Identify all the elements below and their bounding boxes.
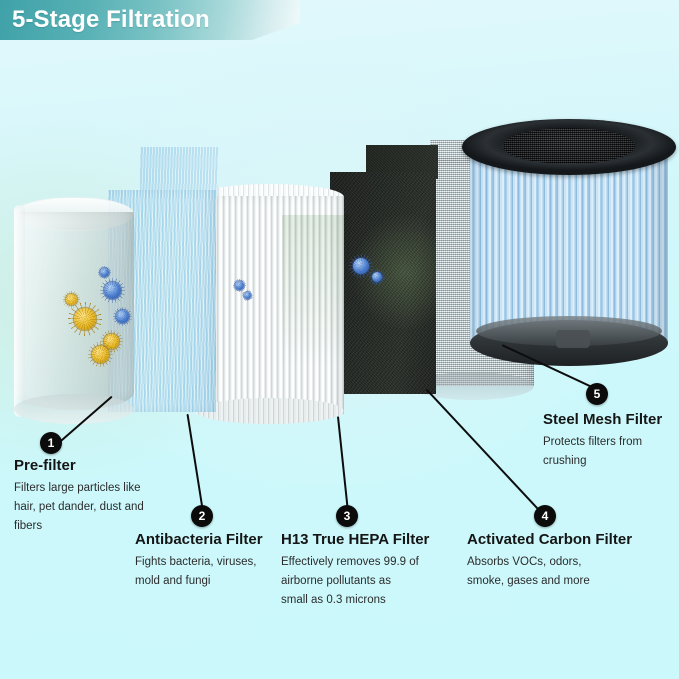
page-title: 5-Stage Filtration [12, 6, 210, 33]
virus-particle [242, 290, 253, 301]
pollen-particle [87, 341, 114, 368]
stage-badge-3[interactable]: 3 [336, 505, 358, 527]
stage-title-2: Antibacteria Filter [135, 531, 263, 548]
assembled-filter-base-notch [556, 330, 590, 348]
stage-badge-4[interactable]: 4 [534, 505, 556, 527]
header-banner [0, 0, 300, 40]
pollen-particle [68, 302, 102, 336]
stage-badge-5[interactable]: 5 [586, 383, 608, 405]
virus-particle [348, 253, 374, 279]
assembled-filter-mesh-grille [503, 128, 635, 164]
hepa-filter-layer [196, 196, 344, 414]
stage-badge-1[interactable]: 1 [40, 432, 62, 454]
pre-filter-left-edge [14, 205, 25, 417]
stage-title-5: Steel Mesh Filter [543, 411, 663, 428]
stage-description-5: Protects filters from crushing [543, 436, 643, 467]
activated-carbon-filter-layer [330, 172, 436, 394]
virus-particle [369, 269, 385, 285]
stage-title-1: Pre-filter [14, 457, 76, 474]
virus-particle [97, 265, 112, 280]
virus-particle [112, 306, 133, 327]
stage-description-3: Effectively removes 99.9 of airborne pol… [281, 556, 419, 606]
stage-description-1: Filters large particles like hair, pet d… [14, 482, 144, 532]
virus-particle [99, 277, 126, 304]
virus-particle [232, 278, 247, 293]
stage-description-4: Absorbs VOCs, odors, smoke, gases and mo… [467, 556, 590, 587]
stage-title-4: Activated Carbon Filter [467, 531, 633, 548]
stage-caption-5: Steel Mesh Filter Protects filters from … [543, 410, 662, 471]
hepa-filter-green-tint [282, 215, 350, 365]
stage-caption-3: H13 True HEPA Filter Effectively removes… [281, 530, 429, 610]
stage-caption-2: Antibacteria Filter Fights bacteria, vir… [135, 530, 263, 591]
stage-description-2: Fights bacteria, viruses, mold and fungi [135, 556, 257, 587]
stage-badge-2[interactable]: 2 [191, 505, 213, 527]
stage-caption-1: Pre-filter Filters large particles like … [14, 456, 144, 536]
pollen-particle [63, 291, 80, 308]
assembled-filter-body [470, 148, 668, 344]
pre-filter-bottom-edge [14, 394, 134, 424]
hepa-filter-bottom-edge [196, 398, 344, 424]
stage-caption-4: Activated Carbon Filter Absorbs VOCs, od… [467, 530, 632, 591]
stage-title-3: H13 True HEPA Filter [281, 531, 430, 548]
